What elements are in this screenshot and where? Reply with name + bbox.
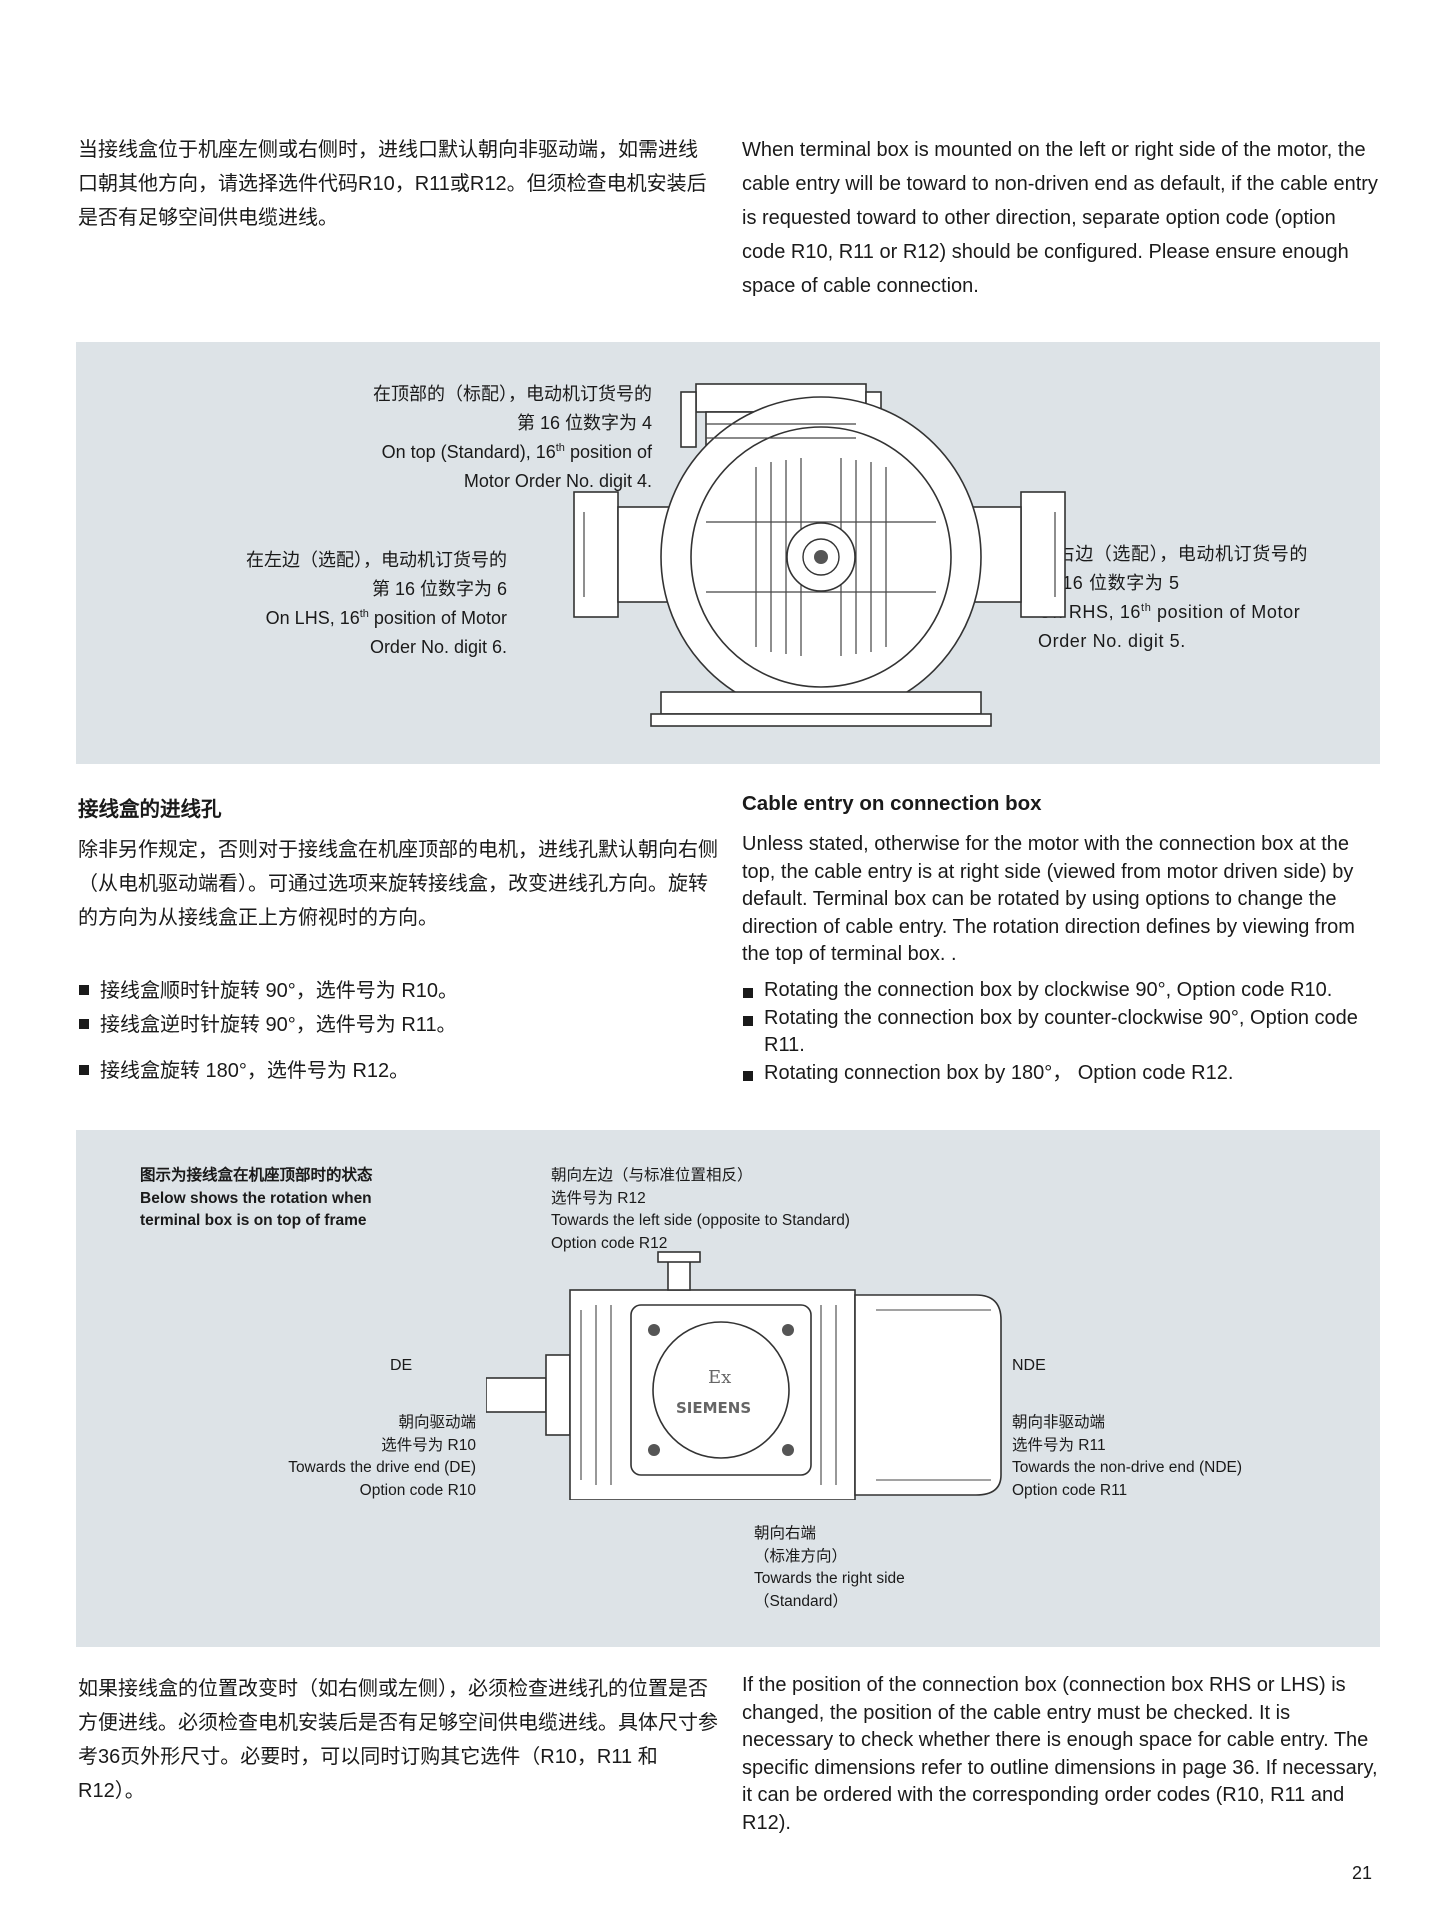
label-left-position: 在左边（选配），电动机订货号的 第 16 位数字为 6 On LHS, 16th… (246, 550, 507, 657)
rotation-options-list-cn: 接线盒顺时针旋转 90°，选件号为 R10。 接线盒逆时针旋转 90°，选件号为… (78, 974, 718, 1088)
label-nde: NDE (1012, 1357, 1046, 1374)
page-number: 21 (1352, 1863, 1373, 1883)
label-option-r11: 朝向非驱动端 选件号为 R11 Towards the non-drive en… (1012, 1414, 1243, 1499)
caption-rotation: 图示为接线盒在机座顶部时的状态 Below shows the rotation… (140, 1167, 373, 1229)
section-heading-en: Cable entry on connection box (742, 792, 1042, 815)
ex-plate-text: Ex (708, 1367, 731, 1388)
list-item: 接线盒逆时针旋转 90°，选件号为 R11。 (78, 1008, 718, 1042)
siemens-plate-text: SIEMENS (676, 1399, 751, 1417)
section-heading-cn: 接线盒的进线孔 (78, 798, 222, 821)
cable-entry-text-cn: 除非另作规定，否则对于接线盒在机座顶部的电机，进线孔默认朝向右侧（从电机驱动端看… (78, 839, 718, 929)
motor-end-view-drawing (573, 383, 1066, 727)
list-item: Rotating the connection box by counter-c… (742, 1005, 1382, 1060)
figure-rotation-options: 图示为接线盒在机座顶部时的状态 Below shows the rotation… (76, 1130, 1380, 1647)
list-item: 接线盒旋转 180°，选件号为 R12。 (78, 1054, 718, 1088)
label-option-r10: 朝向驱动端 选件号为 R10 Towards the drive end (DE… (288, 1414, 476, 1499)
list-item: Rotating connection box by 180°， Option … (742, 1060, 1382, 1088)
figure-terminal-box-positions: 在顶部的（标配），电动机订货号的 第 16 位数字为 4 On top (Sta… (76, 342, 1380, 764)
motor-top-view-drawing: Ex SIEMENS (486, 1251, 1002, 1500)
list-item: 接线盒顺时针旋转 90°，选件号为 R10。 (78, 974, 718, 1008)
label-de: DE (390, 1357, 413, 1374)
outro-text-cn: 如果接线盒的位置改变时（如右侧或左侧），必须检查进线孔的位置是否方便进线。必须检… (78, 1678, 718, 1802)
cable-entry-text-en: Unless stated, otherwise for the motor w… (742, 833, 1355, 965)
intro-text-cn: 当接线盒位于机座左侧或右侧时，进线口默认朝向非驱动端，如需进线口朝其他方向，请选… (78, 139, 707, 229)
label-standard-right: 朝向右端 （标准方向） Towards the right side （Stan… (754, 1525, 905, 1610)
label-top-position: 在顶部的（标配），电动机订货号的 第 16 位数字为 4 On top (Sta… (373, 384, 652, 491)
outro-text-en: If the position of the connection box (c… (742, 1674, 1378, 1834)
label-option-r12: 朝向左边（与标准位置相反） 选件号为 R12 Towards the left … (551, 1167, 850, 1252)
intro-text-en: When terminal box is mounted on the left… (742, 139, 1378, 297)
list-item: Rotating the connection box by clockwise… (742, 977, 1382, 1005)
rotation-options-list-en: Rotating the connection box by clockwise… (742, 977, 1382, 1087)
